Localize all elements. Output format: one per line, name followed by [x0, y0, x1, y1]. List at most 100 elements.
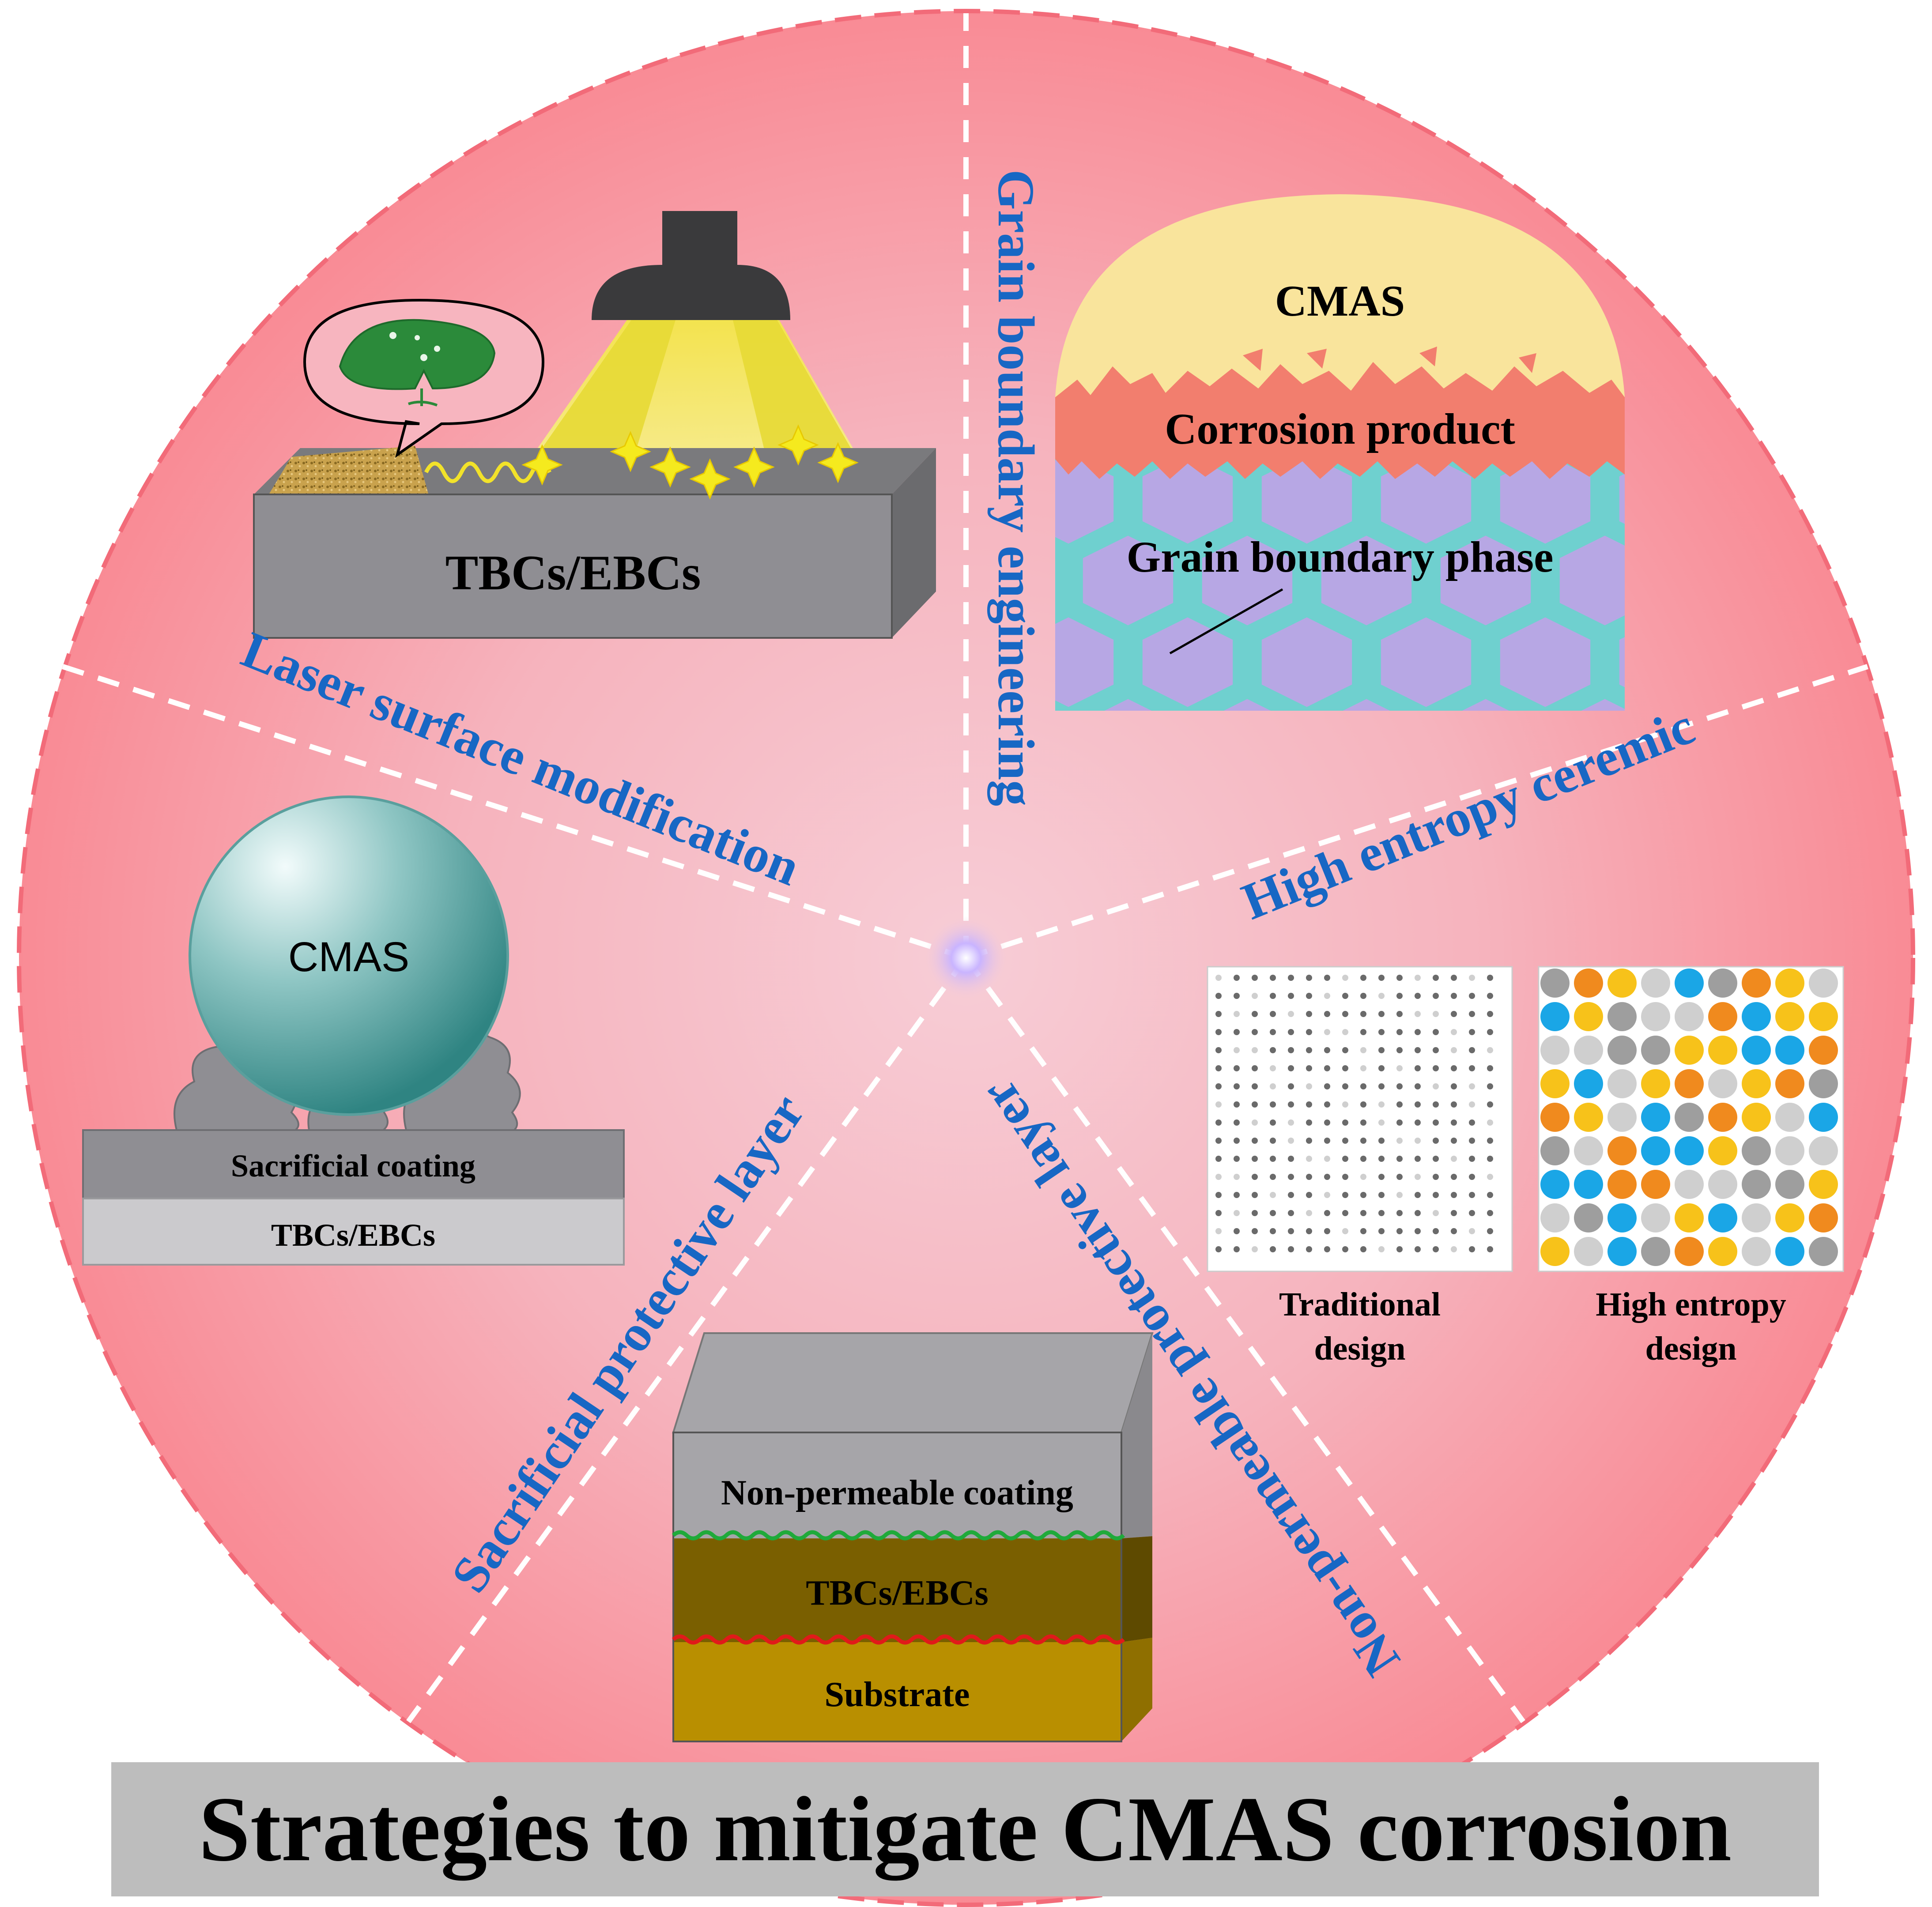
- sector-dividers: [62, 13, 1868, 1723]
- atom-dot: [1396, 1029, 1403, 1035]
- atom-dot: [1641, 1069, 1670, 1098]
- atom-dot: [1306, 1192, 1312, 1198]
- atom-dot: [1270, 1210, 1276, 1216]
- atom-dot: [1451, 1119, 1457, 1126]
- atom-dot: [1215, 975, 1222, 981]
- atom-dot: [1451, 1156, 1457, 1162]
- atom-dot: [1415, 993, 1421, 999]
- atom-dot: [1742, 1136, 1771, 1165]
- atom-dot: [1469, 1246, 1475, 1252]
- atom-dot: [1487, 1065, 1493, 1071]
- atom-dot: [1215, 1210, 1222, 1216]
- atom-dot: [1215, 1101, 1222, 1108]
- atom-dot: [1270, 1011, 1276, 1017]
- atom-dot: [1234, 1101, 1240, 1108]
- atom-dot: [1396, 1210, 1403, 1216]
- atom-dot: [1234, 1138, 1240, 1144]
- atom-dot: [1252, 1156, 1258, 1162]
- atom-dot: [1396, 993, 1403, 999]
- grain-cell: [1261, 459, 1352, 544]
- grain-cmas-label: CMAS: [1275, 276, 1405, 325]
- atom-dot: [1270, 993, 1276, 999]
- atom-dot: [1252, 1029, 1258, 1035]
- grain-cell: [1381, 459, 1472, 544]
- atom-dot: [1451, 1047, 1457, 1053]
- atom-dot: [1252, 1065, 1258, 1071]
- high-entropy-dots: [1540, 969, 1838, 1266]
- atom-dot: [1324, 1047, 1330, 1053]
- atom-dot: [1396, 1246, 1403, 1252]
- atom-dot: [1234, 1047, 1240, 1053]
- atom-dot: [1433, 1083, 1439, 1089]
- atom-dot: [1742, 969, 1771, 998]
- atom-dot: [1234, 1156, 1240, 1162]
- atom-dot: [1451, 975, 1457, 981]
- atom-dot: [1378, 1174, 1385, 1180]
- atom-dot: [1396, 1065, 1403, 1071]
- atom-dot: [1809, 1036, 1838, 1065]
- atom-dot: [1487, 1174, 1493, 1180]
- grain-cell: [1381, 617, 1472, 707]
- atom-dot: [1342, 1138, 1348, 1144]
- atom-dot: [1396, 1083, 1403, 1089]
- atom-dot: [1306, 1210, 1312, 1216]
- atom-dot: [1324, 1246, 1330, 1252]
- atom-dot: [1396, 1047, 1403, 1053]
- grain-cell: [1142, 459, 1233, 544]
- atom-dot: [1487, 1119, 1493, 1126]
- atom-dot: [1451, 1065, 1457, 1071]
- atom-dot: [1574, 1237, 1603, 1266]
- atom-dot: [1742, 1036, 1771, 1065]
- lotus-leaf-icon: [339, 319, 496, 407]
- atom-dot: [1607, 1136, 1637, 1165]
- atom-dot: [1487, 1246, 1493, 1252]
- atom-dot: [1252, 1119, 1258, 1126]
- atom-dot: [1234, 975, 1240, 981]
- atom-dot: [1288, 1246, 1294, 1252]
- atom-dot: [1708, 1069, 1737, 1098]
- title-banner: Strategies to mitigate CMAS corrosion: [111, 1762, 1819, 1896]
- atom-dot: [1469, 993, 1475, 999]
- green-interface: [672, 1530, 1125, 1541]
- atom-dot: [1675, 1036, 1704, 1065]
- atom-dot: [1469, 1119, 1475, 1126]
- atom-dot: [1469, 1138, 1475, 1144]
- atom-dot: [1451, 1228, 1457, 1234]
- atom-dot: [1324, 1083, 1330, 1089]
- atom-dot: [1396, 1119, 1403, 1126]
- atom-dot: [1342, 1065, 1348, 1071]
- atom-dot: [1270, 1138, 1276, 1144]
- non-permeable-coating-layer: [673, 1432, 1121, 1538]
- atom-dot: [1809, 1237, 1838, 1266]
- atom-dot: [1252, 975, 1258, 981]
- atom-dot: [1288, 993, 1294, 999]
- tbc-block-label: TBCs/EBCs: [445, 546, 701, 600]
- atom-dot: [1775, 1036, 1804, 1065]
- atom-dot: [1415, 1228, 1421, 1234]
- atom-dot: [1360, 975, 1366, 981]
- atom-dot: [1708, 969, 1737, 998]
- atom-dot: [1487, 1192, 1493, 1198]
- red-interface: [672, 1634, 1125, 1645]
- atom-dot: [1324, 1101, 1330, 1108]
- grain-cell: [1055, 459, 1114, 544]
- atom-dot: [1708, 1237, 1737, 1266]
- atom-dot: [1215, 1011, 1222, 1017]
- atom-dot: [1360, 1101, 1366, 1108]
- atom-dot: [1378, 1246, 1385, 1252]
- sand-deposit: [269, 446, 428, 494]
- traditional-dots: [1215, 975, 1493, 1252]
- atom-dot: [1469, 1210, 1475, 1216]
- atom-dot: [1540, 1237, 1570, 1266]
- atom-dot: [1288, 1119, 1294, 1126]
- atom-dot: [1270, 1246, 1276, 1252]
- atom-dot: [1415, 1101, 1421, 1108]
- sacrificial-cmas-label: CMAS: [288, 934, 409, 980]
- atom-dot: [1415, 1083, 1421, 1089]
- atom-dot: [1270, 1065, 1276, 1071]
- atom-dot: [1306, 1083, 1312, 1089]
- atom-dot: [1378, 1119, 1385, 1126]
- atom-dot: [1215, 1174, 1222, 1180]
- atom-dot: [1451, 993, 1457, 999]
- atom-dot: [1270, 1047, 1276, 1053]
